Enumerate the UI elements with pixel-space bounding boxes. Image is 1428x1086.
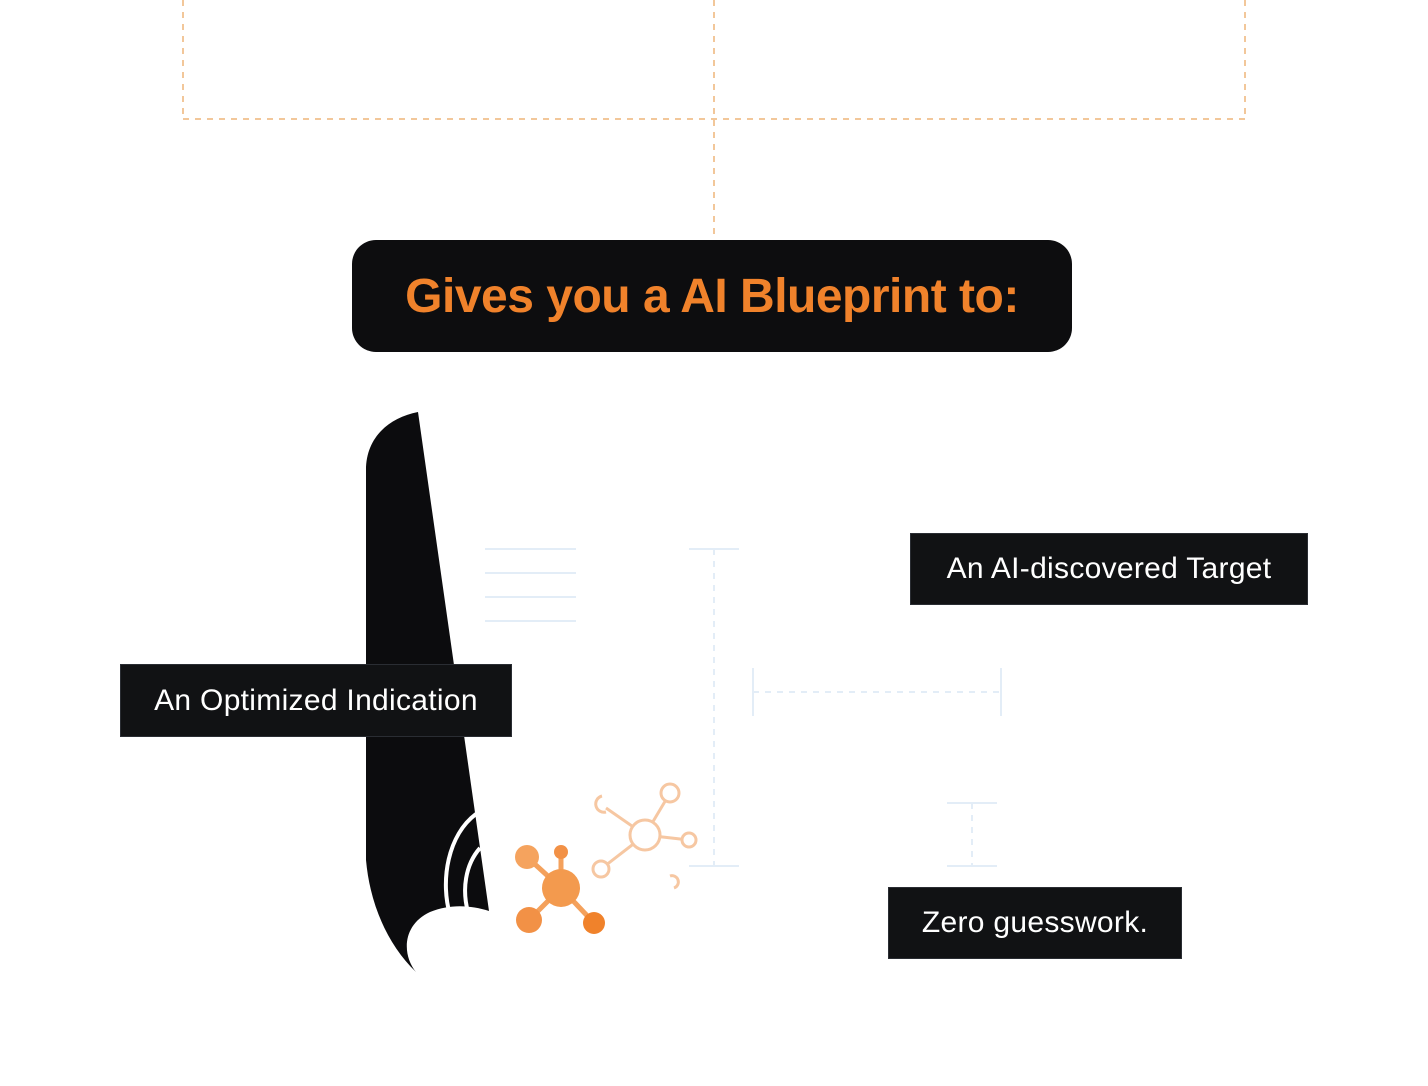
molecule-outline-icon <box>591 782 698 890</box>
molecule-icon <box>515 845 605 934</box>
nib-rings <box>443 812 482 916</box>
blueprint-title: Gives you a AI Blueprint to: <box>352 240 1072 352</box>
blueprint-guides <box>485 548 1002 867</box>
label-zero-guesswork: Zero guesswork. <box>888 887 1182 959</box>
label-optimized-indication: An Optimized Indication <box>120 664 512 737</box>
top-connector-frame <box>182 0 1246 240</box>
label-ai-discovered-target: An AI-discovered Target <box>910 533 1308 605</box>
